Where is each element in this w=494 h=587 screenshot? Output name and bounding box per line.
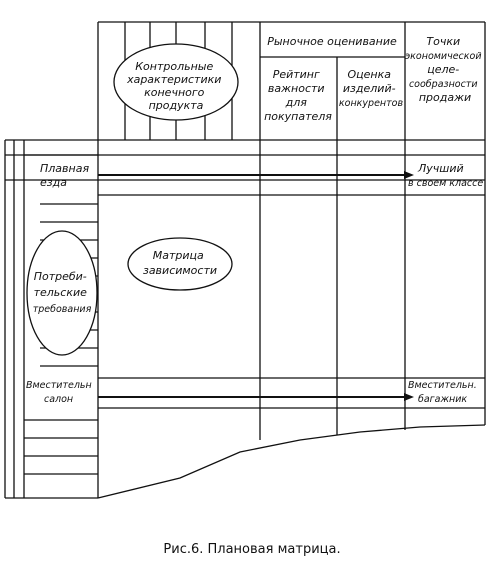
figure-caption: Рис.6. Плановая матрица. [163, 542, 340, 557]
consumer-requirements-ellipse [26, 230, 98, 356]
ellipse-text-line3: конечного [144, 86, 205, 99]
dependency-matrix-label: Матрица зависимости [143, 249, 217, 277]
arrow-salon-head [404, 393, 414, 401]
row-label-plavnaya-ezda: Плавная езда [40, 162, 93, 189]
arrow-plavnaya-head [404, 171, 414, 179]
row-label-vmestitelny-salon: Вместительн салон [26, 380, 95, 405]
ellipse-text-line1: Контрольные [135, 60, 213, 73]
sales-points-header: Точки экономической целе- сообразности п… [405, 35, 485, 104]
control-characteristics-ellipse [113, 43, 239, 121]
torn-bottom-edge [97, 424, 486, 499]
target-best-in-class: Лучший в своем классе [408, 162, 483, 189]
dependency-matrix-ellipse [127, 237, 233, 291]
ellipse-text-line4: продукта [149, 99, 204, 112]
competitor-evaluation-header: Оценка изделий- конкурентов [339, 68, 404, 109]
ellipse-text-line2: характеристики [126, 73, 221, 86]
consumer-requirements-label: Потреби- тельские требования [33, 270, 92, 315]
target-spacious-trunk: Вместительн. багажник [408, 380, 480, 405]
importance-rating-header: Рейтинг важности для покупателя [264, 68, 332, 123]
market-group-label: Рыночное оценивание [267, 35, 397, 48]
svg-text:Контрольные характеристики: Контрольные характеристики конечного про… [126, 60, 225, 112]
